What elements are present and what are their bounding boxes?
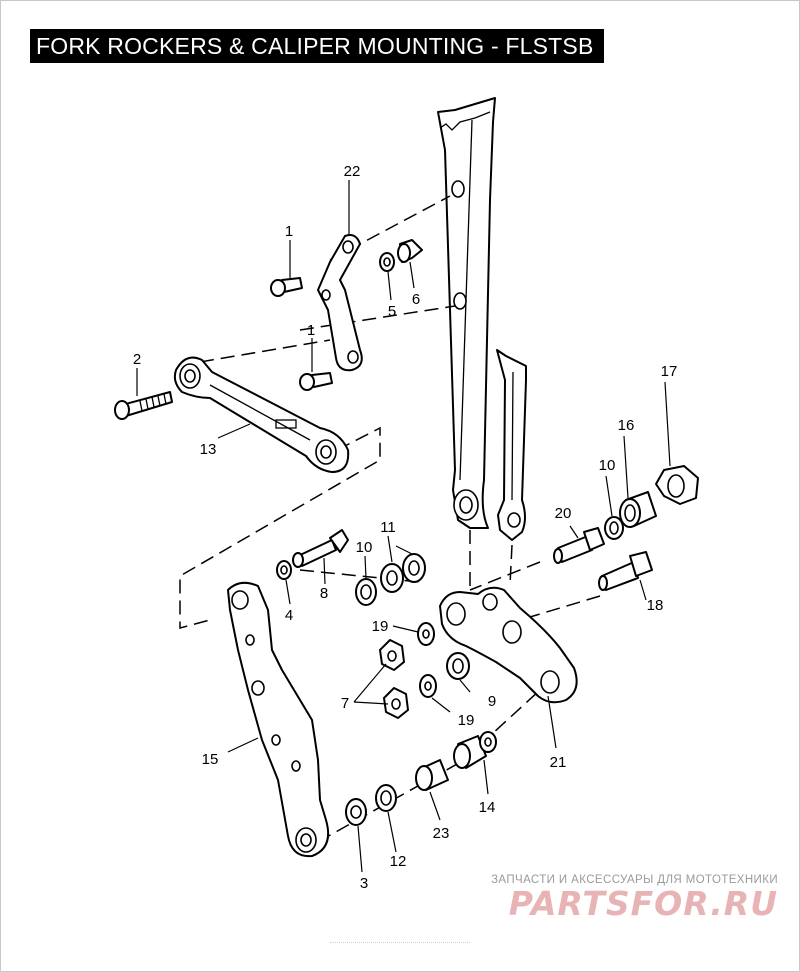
callout-17: 17 <box>661 363 678 380</box>
bushing-10-left <box>355 578 377 606</box>
nut-17 <box>655 465 699 505</box>
bolt-1-upper <box>270 277 303 297</box>
fork-slider <box>437 97 496 529</box>
washer-3 <box>345 798 367 826</box>
callout-6: 6 <box>412 291 420 308</box>
callout-16: 16 <box>618 417 635 434</box>
diagram-title: FORK ROCKERS & CALIPER MOUNTING - FLSTSB <box>30 29 604 63</box>
callout-15: 15 <box>202 751 219 768</box>
callout-13: 13 <box>200 441 217 458</box>
bracket-22 <box>317 234 363 372</box>
callout-11: 11 <box>380 519 396 536</box>
fork-slider-right <box>496 349 527 541</box>
caliper-bracket-21 <box>439 586 578 704</box>
leader-lines <box>136 180 671 873</box>
washer-5 <box>379 252 395 272</box>
rocker-15 <box>227 581 330 858</box>
bolt-1-lower <box>299 372 333 391</box>
bolt-18 <box>598 551 653 591</box>
callout-23: 23 <box>433 825 450 842</box>
watermark-caption: ЗАПЧАСТИ И АКСЕССУАРЫ ДЛЯ МОТОТЕХНИКИ <box>491 874 778 886</box>
footer-divider <box>330 942 470 945</box>
callout-21: 21 <box>550 754 567 771</box>
washer-19-lower <box>419 674 437 698</box>
callout-20: 20 <box>555 505 572 522</box>
bolt-20 <box>553 527 605 564</box>
callout-22: 22 <box>344 163 361 180</box>
callout-5: 5 <box>388 303 396 320</box>
callout-12: 12 <box>390 853 407 870</box>
callout-3: 3 <box>360 875 368 892</box>
callout-9: 9 <box>488 693 496 710</box>
nut-7-upper <box>379 639 405 671</box>
callout-10-left: 10 <box>356 539 373 556</box>
callout-18: 18 <box>647 597 664 614</box>
callout-14: 14 <box>479 799 496 816</box>
sleeve-23 <box>415 759 449 791</box>
callout-2: 2 <box>133 351 141 368</box>
callout-8: 8 <box>320 585 328 602</box>
callout-10-right: 10 <box>599 457 616 474</box>
bolt-8 <box>292 529 349 568</box>
adjuster-16 <box>619 491 657 528</box>
bushing-14 <box>453 731 497 769</box>
bearing-12 <box>375 784 397 812</box>
washer-19-upper <box>417 622 435 646</box>
callout-1-upper: 1 <box>285 223 293 240</box>
callout-4: 4 <box>285 607 293 624</box>
site-watermark: ЗАПЧАСТИ И АКСЕССУАРЫ ДЛЯ МОТОТЕХНИКИ PA… <box>491 874 778 923</box>
bolt-2 <box>114 391 173 420</box>
callout-19-lower: 19 <box>458 712 475 729</box>
callout-19-upper: 19 <box>372 618 389 635</box>
spacer-9 <box>446 652 470 680</box>
callout-1-lower: 1 <box>307 322 315 339</box>
acorn-nut-6 <box>397 239 423 263</box>
callout-7: 7 <box>341 695 349 712</box>
fork-rocker-13 <box>173 356 350 473</box>
callout-labels: 22 1 1 2 5 6 13 17 16 10 11 10 20 8 4 18… <box>133 163 678 892</box>
bushing-10-right <box>604 516 624 540</box>
washer-4 <box>276 560 292 580</box>
watermark-logo: PARTSFOR.RU <box>508 884 778 923</box>
nut-7-lower <box>383 687 409 719</box>
bearing-11 <box>380 553 426 593</box>
